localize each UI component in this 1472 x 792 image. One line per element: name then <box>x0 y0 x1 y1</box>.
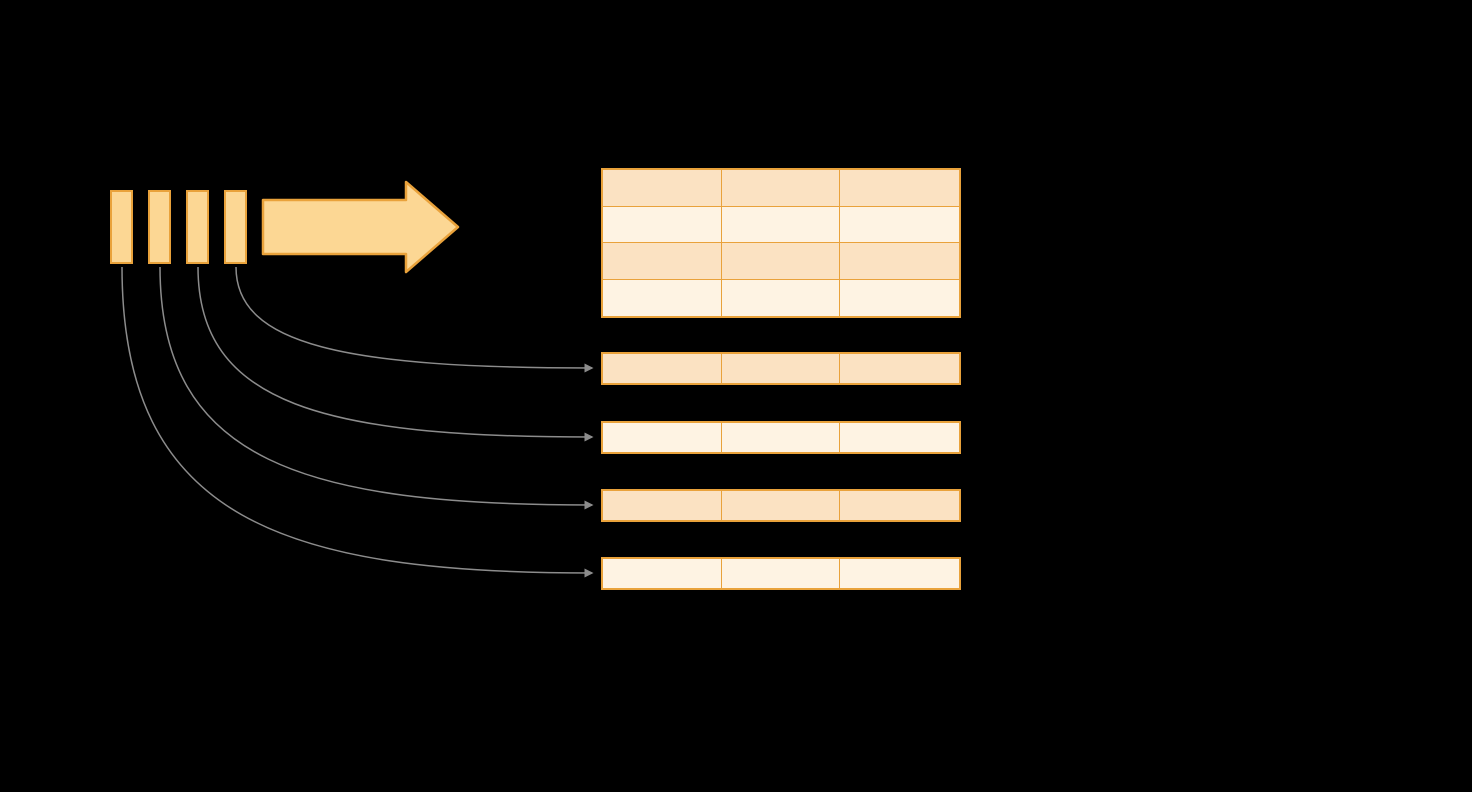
stripe-3 <box>186 190 209 264</box>
table-cell <box>840 206 959 243</box>
row-table-3 <box>601 489 961 522</box>
table-cell <box>721 491 841 520</box>
table-cell <box>721 243 841 280</box>
table-cell <box>721 354 841 383</box>
table-cell <box>603 423 722 452</box>
table-cell <box>603 206 722 243</box>
table-cell <box>840 559 959 588</box>
table-cell <box>721 423 841 452</box>
table-cell <box>721 206 841 243</box>
row-table-2 <box>601 421 961 454</box>
table-cell <box>840 423 959 452</box>
table-cell <box>603 354 722 383</box>
table-cell <box>840 354 959 383</box>
table-cell <box>721 559 841 588</box>
table-cell <box>840 243 959 280</box>
connector-stripe2-to-rowtable3 <box>159 266 594 510</box>
block-arrow-right <box>261 180 460 274</box>
stripe-2 <box>148 190 171 264</box>
stripe-1 <box>110 190 133 264</box>
connector-stripe3-to-rowtable2 <box>197 266 594 442</box>
connector-stripe1-to-rowtable4 <box>121 266 594 578</box>
row-table-1 <box>601 352 961 385</box>
stripe-4 <box>224 190 247 264</box>
table-cell <box>840 170 959 207</box>
table-cell <box>603 243 722 280</box>
table-cell <box>721 170 841 207</box>
matrix-table <box>601 168 961 318</box>
row-table-4 <box>601 557 961 590</box>
table-cell <box>840 279 959 316</box>
table-cell <box>721 279 841 316</box>
table-cell <box>603 491 722 520</box>
table-cell <box>603 170 722 207</box>
table-cell <box>603 279 722 316</box>
table-cell <box>603 559 722 588</box>
table-cell <box>840 491 959 520</box>
connector-stripe4-to-rowtable1 <box>235 266 594 373</box>
